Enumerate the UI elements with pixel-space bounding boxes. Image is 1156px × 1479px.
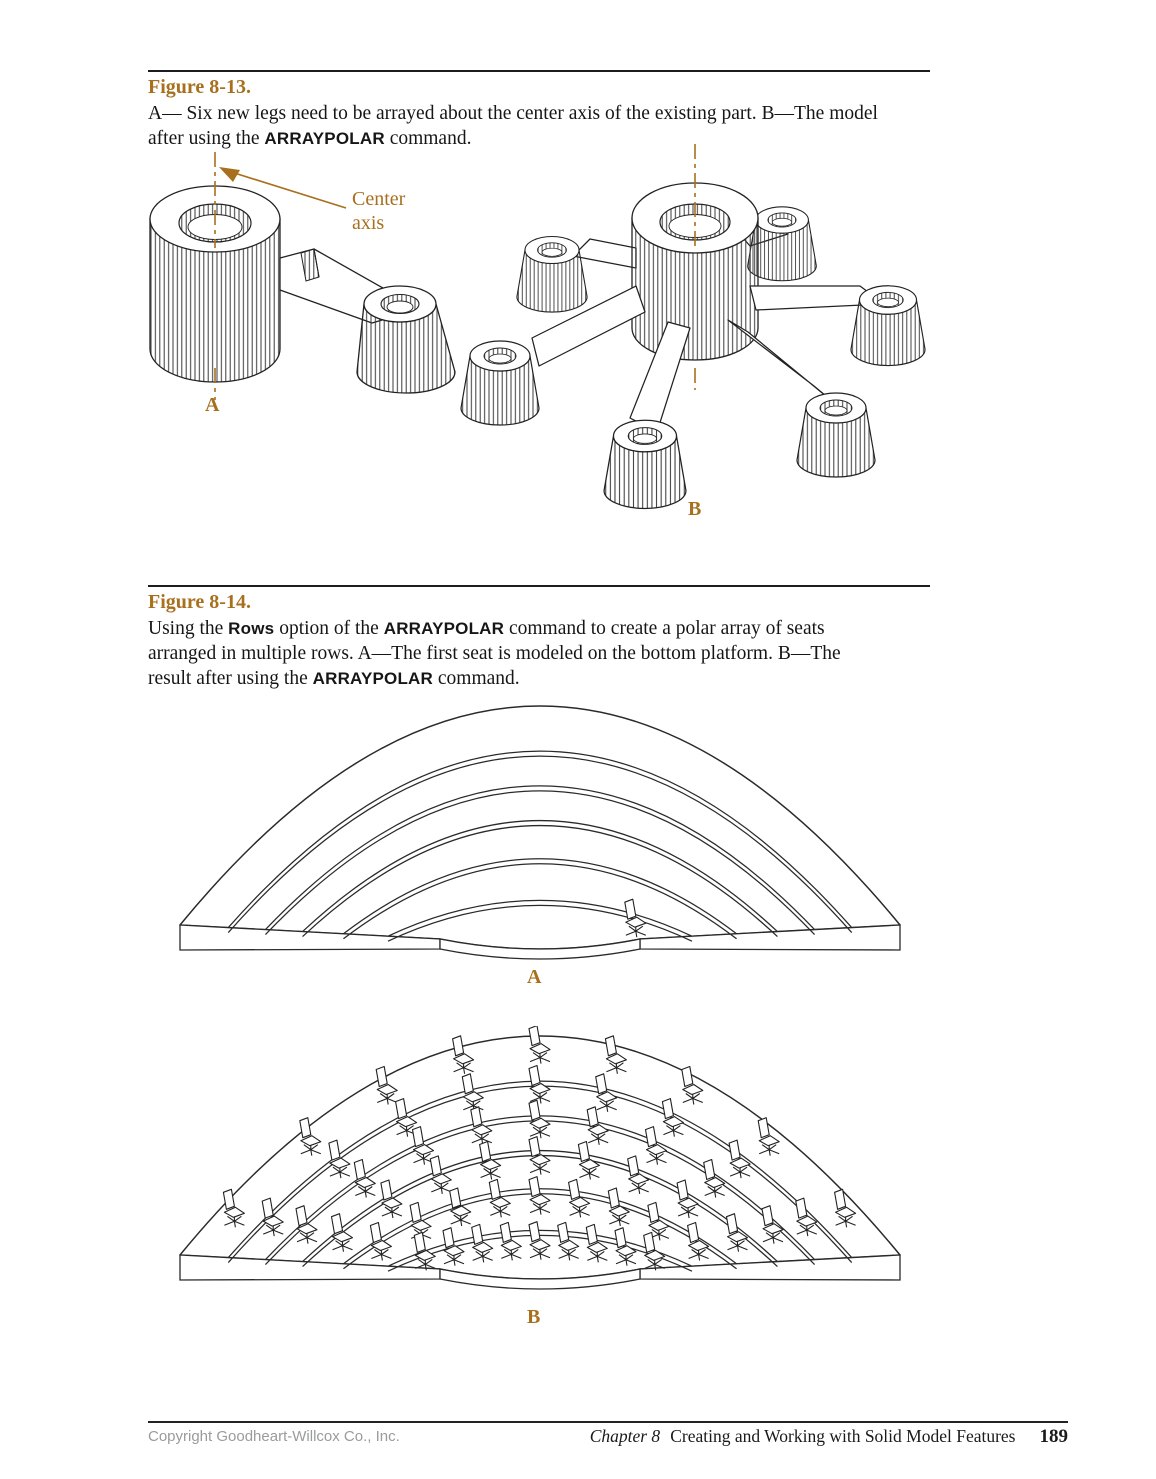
figure-8-13-part-b-drawing [460, 144, 926, 510]
step-riser-top [302, 820, 778, 933]
step-riser-top [227, 750, 853, 929]
footer-copyright: Copyright Goodheart-Willcox Co., Inc. [148, 1428, 400, 1445]
center-axis-label-line2: axis [352, 212, 384, 234]
leg-hub-left [460, 340, 540, 426]
platform-inner-face [439, 1268, 641, 1290]
leg-hub-bottom-left [603, 419, 687, 510]
step-riser-bottom [227, 755, 853, 934]
figure-8-13-a-label: A [205, 394, 220, 416]
figure-8-13-part-a-drawing: Center axis [149, 152, 456, 400]
figure-8-14-heading: Figure 8-14. [148, 591, 251, 613]
arm-bottom-right [727, 319, 839, 407]
arm-top-left [572, 238, 637, 269]
step-riser-top [343, 858, 737, 935]
footer-chapter-number: Chapter 8 [589, 1426, 661, 1446]
center-axis-label-line1: Center [352, 188, 406, 210]
figure-8-14-platform-b-drawing [179, 1026, 901, 1290]
figure-8-13-b-label: B [688, 498, 702, 520]
step-riser-top [343, 1188, 737, 1265]
arm-left [531, 285, 646, 367]
figure-8-14-top-rule [148, 585, 930, 587]
step-riser-top [264, 785, 816, 931]
figure-8-14-b-label: B [527, 1306, 541, 1328]
step-riser-bottom [302, 825, 778, 938]
figure-8-13-caption: A— Six new legs need to be arrayed about… [148, 103, 878, 149]
step-riser-bottom [387, 904, 693, 942]
figure-8-14-caption: Using the Rows option of the ARRAYPOLAR … [148, 618, 841, 689]
leg-hub-cone [356, 285, 456, 394]
figure-8-14-a-label: A [527, 966, 542, 988]
step-riser-top [387, 899, 693, 937]
footer-chapter-title: Creating and Working with Solid Model Fe… [670, 1426, 1016, 1446]
leg-hub-top-left [516, 235, 588, 313]
step-riser-bottom [264, 790, 816, 936]
leg-hub-bottom-right [796, 392, 876, 478]
footer-rule [148, 1421, 1068, 1423]
footer-chapter: Chapter 8 Creating and Working with Solid… [590, 1426, 1068, 1448]
step-riser-bottom [343, 863, 737, 940]
figure-8-13-top-rule [148, 70, 930, 72]
leg-hub-right [850, 285, 926, 367]
figure-8-13-heading: Figure 8-13. [148, 76, 251, 98]
platform-inner-face [439, 938, 641, 960]
figure-8-14-platform-a-drawing [179, 705, 901, 960]
center-axis-arrow [219, 167, 347, 209]
footer-page-number: 189 [1039, 1426, 1069, 1447]
